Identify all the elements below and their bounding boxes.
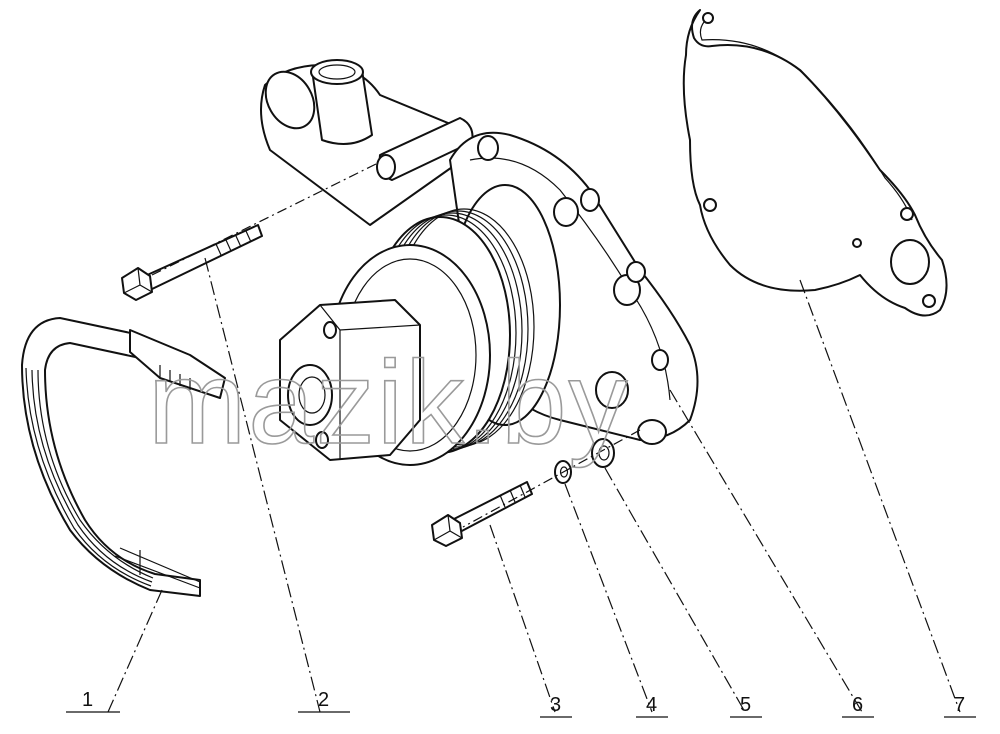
long-bolt-part[interactable] bbox=[121, 224, 263, 301]
callout-5-label: 5 bbox=[740, 694, 751, 716]
callout-1: 1 bbox=[66, 689, 120, 713]
callout-7-label: 7 bbox=[954, 694, 965, 716]
callout-3: 3 bbox=[540, 694, 572, 718]
leader-lines bbox=[107, 163, 961, 713]
callout-4: 4 bbox=[636, 694, 668, 718]
water-pump-assembly[interactable] bbox=[256, 59, 699, 466]
callout-2-label: 2 bbox=[318, 689, 329, 711]
short-bolt-part[interactable] bbox=[431, 481, 533, 547]
callout-1-label: 1 bbox=[82, 689, 93, 711]
callout-7: 7 bbox=[944, 694, 976, 718]
callout-2: 2 bbox=[298, 689, 350, 713]
callout-5: 5 bbox=[730, 694, 762, 718]
watermark-text: mazik.by bbox=[148, 337, 630, 469]
callout-6: 6 bbox=[842, 694, 874, 718]
callout-4-label: 4 bbox=[646, 694, 657, 716]
callout-3-label: 3 bbox=[550, 694, 561, 716]
gasket-part[interactable] bbox=[682, 9, 948, 317]
poly-v-belt-part[interactable] bbox=[21, 317, 226, 597]
callout-6-label: 6 bbox=[852, 694, 863, 716]
